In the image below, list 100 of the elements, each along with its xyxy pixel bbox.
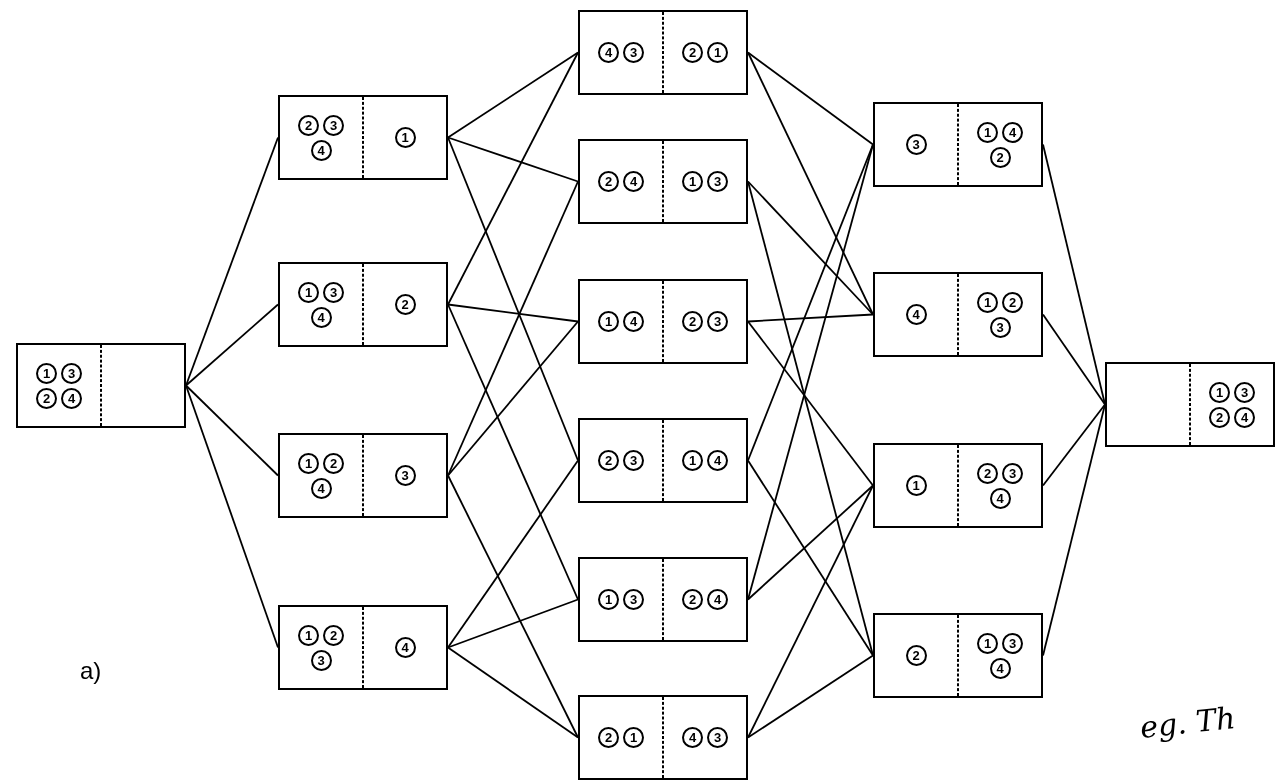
- circled-number: 2: [682, 589, 703, 610]
- state-box: [873, 443, 1043, 528]
- connector-line: [447, 459, 579, 649]
- circled-number: 2: [977, 462, 998, 484]
- circled-number: 4: [707, 450, 728, 471]
- circled-number: 1: [36, 362, 57, 384]
- circled-number: 2: [682, 311, 703, 332]
- circled-number: 3: [61, 362, 82, 384]
- state-box: [578, 418, 748, 503]
- state-box: [278, 433, 448, 518]
- circled-number: 3: [905, 134, 927, 155]
- circled-number: 1: [977, 291, 998, 313]
- state-box: [278, 605, 448, 690]
- connector-line: [747, 180, 874, 316]
- state-box: [578, 557, 748, 642]
- circled-number: 3: [1234, 381, 1255, 403]
- state-box: [873, 272, 1043, 357]
- circled-number: 1: [394, 127, 416, 148]
- circled-number: 2: [905, 645, 927, 666]
- circled-number: 1: [598, 311, 619, 332]
- connector-line: [747, 459, 874, 657]
- circled-number: 4: [1234, 406, 1255, 428]
- circled-number: 1: [707, 42, 728, 63]
- connector-line: [747, 654, 874, 739]
- connector-line: [185, 384, 279, 477]
- circled-number: 1: [905, 475, 927, 496]
- circled-number: 4: [61, 387, 82, 409]
- connector-line: [1042, 313, 1106, 406]
- panel-label: a): [80, 656, 102, 686]
- circled-number: 4: [310, 139, 332, 161]
- circled-number: 4: [989, 487, 1011, 509]
- circled-number: 2: [323, 624, 344, 646]
- circled-number: 2: [1209, 406, 1230, 428]
- handwritten-note: eg. Th: [1138, 700, 1237, 746]
- circled-number: 1: [298, 452, 319, 474]
- connector-line: [747, 484, 874, 601]
- connector-line: [747, 51, 874, 146]
- state-box: [578, 10, 748, 95]
- connector-line: [1042, 403, 1106, 487]
- state-box: [1105, 362, 1275, 447]
- circled-number: 3: [623, 589, 644, 610]
- connector-line: [447, 646, 579, 739]
- state-box: [873, 102, 1043, 187]
- circled-number: 3: [707, 727, 728, 748]
- circled-number: 2: [1002, 291, 1023, 313]
- connector-line: [747, 320, 874, 487]
- circled-number: 3: [707, 171, 728, 192]
- connector-line: [447, 136, 579, 183]
- circled-number: 2: [598, 727, 619, 748]
- state-box: [873, 613, 1043, 698]
- circled-number: 3: [323, 281, 344, 303]
- circled-number: 4: [1002, 121, 1023, 143]
- circled-number: 4: [310, 306, 332, 328]
- circled-number: 3: [310, 649, 332, 671]
- circled-number: 1: [682, 171, 703, 192]
- circled-number: 3: [623, 450, 644, 471]
- circled-number: 4: [598, 42, 619, 63]
- circled-number: 1: [298, 281, 319, 303]
- state-box: [578, 695, 748, 780]
- circled-number: 3: [623, 42, 644, 63]
- circled-number: 4: [707, 589, 728, 610]
- circled-number: 4: [682, 727, 703, 748]
- circled-number: 4: [989, 657, 1011, 679]
- circled-number: 4: [905, 304, 927, 325]
- circled-number: 4: [310, 477, 332, 499]
- circled-number: 2: [394, 294, 416, 315]
- circled-number: 2: [323, 452, 344, 474]
- state-box: [578, 139, 748, 224]
- circled-number: 1: [682, 450, 703, 471]
- circled-number: 1: [598, 589, 619, 610]
- circled-number: 1: [977, 632, 998, 654]
- circled-number: 4: [623, 311, 644, 332]
- circled-number: 2: [598, 171, 619, 192]
- connector-line: [447, 51, 579, 139]
- connector-line: [185, 303, 279, 387]
- state-box: [16, 343, 186, 428]
- circled-number: 3: [707, 311, 728, 332]
- circled-number: 2: [298, 114, 319, 136]
- connector-line: [447, 474, 579, 739]
- circled-number: 4: [394, 637, 416, 658]
- state-box: [278, 95, 448, 180]
- circled-number: 3: [394, 465, 416, 486]
- circled-number: 4: [623, 171, 644, 192]
- circled-number: 2: [598, 450, 619, 471]
- connector-line: [447, 598, 579, 649]
- circled-number: 3: [323, 114, 344, 136]
- circled-number: 2: [989, 146, 1011, 168]
- circled-number: 2: [36, 387, 57, 409]
- connector-line: [447, 51, 579, 306]
- state-box: [278, 262, 448, 347]
- circled-number: 1: [1209, 381, 1230, 403]
- circled-number: 1: [977, 121, 998, 143]
- circled-number: 1: [298, 624, 319, 646]
- circled-number: 3: [1002, 462, 1023, 484]
- circled-number: 3: [989, 316, 1011, 338]
- circled-number: 3: [1002, 632, 1023, 654]
- circled-number: 2: [682, 42, 703, 63]
- connector-line: [447, 303, 579, 323]
- connector-line: [447, 320, 579, 477]
- connector-line: [747, 313, 874, 323]
